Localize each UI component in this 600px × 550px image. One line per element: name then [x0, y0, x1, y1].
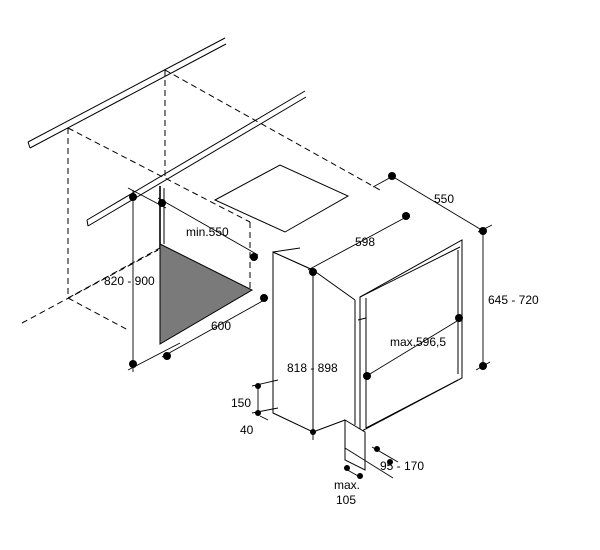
dimension-labels: 550 598 min.550 820 - 900 600 645 - 720 … — [104, 192, 539, 507]
dimension-dot-icon — [309, 268, 317, 276]
label-max-width: max.596,5 — [390, 335, 446, 349]
dimension-dot-icon — [158, 199, 166, 207]
countertop-back-edge — [27, 37, 227, 149]
dimension-dot-icon — [455, 314, 463, 322]
cavity — [159, 186, 254, 345]
dimension-dot-icon — [129, 360, 137, 368]
door-panel — [357, 239, 463, 433]
label-plinth-height: 150 — [231, 396, 251, 410]
label-min-depth: min.550 — [186, 225, 229, 239]
label-max-value: 105 — [336, 493, 356, 507]
label-width-top: 598 — [355, 235, 375, 249]
label-cavity-width: 600 — [211, 319, 231, 333]
dimension-dot-icon — [388, 172, 396, 180]
label-plinth-offset: 40 — [240, 423, 254, 437]
label-plinth-depth: 95 - 170 — [380, 459, 424, 473]
label-max: max. — [334, 478, 360, 492]
dimension-dot-icon — [255, 383, 261, 389]
cavity-floor — [159, 243, 254, 345]
dimension-dot-icon — [344, 465, 350, 471]
dimension-dot-icon — [387, 459, 393, 465]
dimension-dot-icon — [255, 410, 261, 416]
label-body-height: 818 - 898 — [287, 361, 338, 375]
dishwasher-body — [272, 232, 480, 433]
dimension-dot-icon — [374, 446, 380, 452]
dimension-dot-icon — [363, 372, 371, 380]
label-door-height: 645 - 720 — [488, 293, 539, 307]
dimension-dot-icon — [479, 362, 487, 370]
label-depth: 550 — [434, 192, 454, 206]
dimension-dot-icon — [357, 473, 363, 479]
dimension-dot-icon — [129, 193, 137, 201]
cabinet-outline — [21, 69, 381, 331]
countertop-cutout — [213, 164, 350, 233]
dimension-dot-icon — [250, 253, 258, 261]
dimension-dot-icon — [163, 352, 171, 360]
dimension-markers — [129, 172, 487, 479]
dimension-dot-icon — [260, 294, 268, 302]
countertop-front-edge — [86, 90, 307, 227]
label-cavity-height: 820 - 900 — [104, 274, 155, 288]
dimension-dot-icon — [479, 227, 487, 235]
dimension-dot-icon — [402, 212, 410, 220]
dimension-dot-icon — [310, 429, 316, 435]
